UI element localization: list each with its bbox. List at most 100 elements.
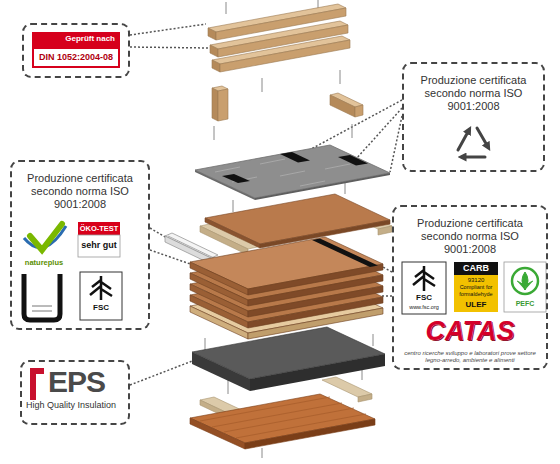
callout-text: Produzione certificata secondo norma ISO… xyxy=(418,74,530,113)
recycle-arrow xyxy=(458,130,469,150)
logo-body xyxy=(454,262,498,312)
nail xyxy=(226,2,227,14)
board-side xyxy=(245,419,375,449)
logo-lines xyxy=(32,306,52,311)
profile-groove xyxy=(168,236,214,258)
nail xyxy=(262,448,263,458)
block-side xyxy=(212,88,218,121)
leader-line xyxy=(130,47,208,48)
logo-url: www.fsc.org xyxy=(402,304,446,311)
logo-note: Compliant for formaldehyde xyxy=(454,284,498,297)
oekotest-logo xyxy=(78,222,120,257)
callout-subtext: DIN 1052:2004-08 xyxy=(32,46,120,68)
block-side xyxy=(330,95,355,117)
membrane-sheet xyxy=(195,145,390,200)
leader-line xyxy=(130,358,200,385)
board-side xyxy=(248,264,383,295)
recycle-arrow xyxy=(462,156,485,159)
sheet-edge xyxy=(255,173,390,200)
logo-text: CARB xyxy=(454,263,498,274)
slat-side xyxy=(220,40,350,72)
leader-line xyxy=(390,116,402,172)
logo-header xyxy=(454,262,498,275)
nail xyxy=(340,70,341,84)
black-strip xyxy=(338,155,368,166)
fsc-logo xyxy=(402,262,446,314)
callout-text: EPS xyxy=(48,366,128,398)
block-side xyxy=(218,89,228,121)
leader-line xyxy=(130,24,206,35)
nail xyxy=(262,78,263,92)
wood-board xyxy=(205,194,390,248)
sheet-top xyxy=(195,145,390,198)
board-side xyxy=(205,218,260,248)
logo-u-shape xyxy=(24,274,60,320)
steico-logo xyxy=(24,274,60,320)
callout-text: Produzione certificata secondo norma ISO… xyxy=(24,172,136,211)
nail xyxy=(214,126,215,140)
eps-side xyxy=(250,354,385,391)
logo-text: PEFC xyxy=(504,299,546,308)
logo-text: ULEF xyxy=(454,300,498,309)
nail xyxy=(205,338,206,350)
logo-leaves xyxy=(517,272,533,290)
logo-rating: sehr gut xyxy=(78,240,120,251)
eps-side xyxy=(192,352,250,391)
carb-logo xyxy=(454,262,498,312)
pefc-logo xyxy=(504,262,546,312)
bar-side xyxy=(358,394,372,402)
bar-top xyxy=(322,377,372,397)
block-side xyxy=(355,105,363,117)
logo-note: centro ricerche sviluppo e laboratori pr… xyxy=(402,350,538,364)
logo-number: 93120 xyxy=(454,277,498,284)
board-top xyxy=(205,194,390,244)
leader-line xyxy=(150,228,167,238)
natureplus-logo xyxy=(24,224,66,250)
logo-text: FSC xyxy=(402,293,446,303)
board-side xyxy=(190,262,248,295)
brand-callout: EPS High Quality Insulation xyxy=(20,360,130,425)
logo-header xyxy=(78,222,120,235)
logo-text: FSC xyxy=(80,303,122,313)
eps-bracket xyxy=(30,368,44,400)
logo-frame xyxy=(402,262,446,314)
rail-side xyxy=(378,226,392,235)
logo-tree xyxy=(413,266,435,291)
certification-callout: Produzione certificata secondo norma ISO… xyxy=(10,160,150,330)
logo-frame xyxy=(504,262,546,312)
sheet-edge xyxy=(195,170,255,200)
logo-tree xyxy=(90,276,112,300)
wood-grain xyxy=(200,397,366,438)
slat-side xyxy=(210,45,218,57)
eps-slab xyxy=(192,327,385,391)
black-strip xyxy=(222,174,250,183)
logo-frame xyxy=(80,272,122,320)
top-slats xyxy=(208,4,350,72)
bottom-board xyxy=(190,394,375,449)
logo-text: ÖKO-TEST xyxy=(78,223,120,234)
callout-subtext: High Quality Insulation xyxy=(26,400,128,411)
certification-callout: Geprüft nachDIN 1052:2004-08 xyxy=(22,23,130,78)
slat-side xyxy=(212,60,220,72)
nail xyxy=(345,182,346,194)
logo-ring xyxy=(512,268,538,294)
recycle-symbol xyxy=(458,128,488,157)
logo-check xyxy=(30,224,62,250)
nail xyxy=(373,334,374,346)
nail xyxy=(233,200,234,212)
wood-blocks xyxy=(212,86,363,121)
leader-lines xyxy=(130,24,402,385)
fsc-logo xyxy=(80,272,122,320)
callout-text: Produzione certificata secondo norma ISO… xyxy=(414,217,526,256)
catas-logo: CATAS xyxy=(400,316,540,347)
black-strip xyxy=(280,152,310,163)
certification-callout: Produzione certificata secondo norma ISO… xyxy=(402,62,545,172)
nail xyxy=(352,124,353,138)
board-side xyxy=(190,418,245,449)
nail xyxy=(228,380,229,394)
logo-text: natureplus xyxy=(14,258,74,267)
logo-body xyxy=(78,235,120,257)
sheet-print xyxy=(215,159,350,186)
black-strip xyxy=(312,239,378,268)
